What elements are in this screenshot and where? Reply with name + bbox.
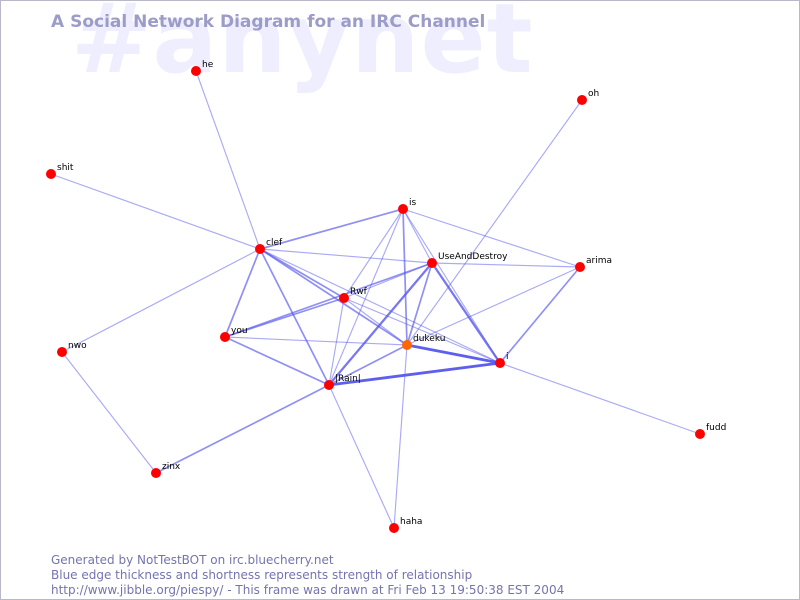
edge-shit-clef — [50, 173, 261, 250]
edge-useanddestroy-dukeku — [406, 262, 433, 346]
edge-is-useanddestroy — [402, 208, 433, 264]
node-label: i — [506, 352, 509, 362]
edge-i-fudd — [499, 362, 701, 435]
edge-clef-you — [224, 248, 261, 338]
node-label: shit — [57, 163, 74, 173]
edge-clef-rain — [259, 248, 330, 386]
node-oh: oh — [577, 89, 599, 105]
edge-you-dukeku — [224, 336, 408, 346]
node-label: arima — [586, 256, 612, 266]
node-label: he — [202, 60, 214, 70]
edge-useanddestroy-you — [224, 262, 433, 338]
edge-useanddestroy-rain — [328, 262, 433, 386]
edge-rain-haha — [328, 384, 395, 529]
node-arima: arima — [575, 256, 612, 272]
edge-clef-i — [259, 248, 501, 364]
node-dot — [151, 468, 161, 478]
node-clef: clef — [255, 238, 283, 254]
node-dot — [575, 262, 585, 272]
node-dot — [398, 204, 408, 214]
node-label: fudd — [706, 423, 726, 433]
footer-generated-by: Generated by NotTestBOT on irc.bluecherr… — [51, 553, 334, 567]
node-rwf: Rwf — [339, 287, 368, 303]
node-label: clef — [266, 238, 283, 248]
node-haha: haha — [389, 517, 422, 533]
node-dot — [402, 340, 412, 350]
edge-rain-i — [328, 361, 501, 387]
edge-clef-is — [259, 208, 404, 250]
node-he: he — [191, 60, 214, 76]
edge-rain-zinx — [155, 384, 330, 474]
node-label: zinx — [162, 462, 181, 472]
edge-clef-useanddestroy — [259, 248, 433, 264]
node-dot — [577, 95, 587, 105]
node-dot — [57, 347, 67, 357]
node-nwo: nwo — [57, 341, 87, 357]
node-label: nwo — [68, 341, 87, 351]
node-rain: |Rain| — [324, 374, 361, 390]
node-fudd: fudd — [695, 423, 726, 439]
edge-arima-i — [499, 266, 581, 364]
node-label: you — [231, 326, 248, 336]
page-title: A Social Network Diagram for an IRC Chan… — [51, 12, 486, 32]
node-dukeku: dukeku — [402, 334, 445, 350]
node-shit: shit — [46, 163, 74, 179]
edge-arima-dukeku — [406, 266, 581, 346]
channel-watermark: #anynet — [71, 0, 534, 95]
node-dot — [339, 293, 349, 303]
edge-useanddestroy-i — [431, 262, 501, 364]
edge-rwf-i — [343, 297, 501, 364]
node-dot — [324, 380, 334, 390]
node-label: UseAndDestroy — [438, 252, 508, 262]
node-dot — [389, 523, 399, 533]
edge-he-clef — [195, 70, 261, 250]
node-dot — [191, 66, 201, 76]
node-i: i — [495, 352, 509, 368]
node-zinx: zinx — [151, 462, 181, 478]
edge-dukeku-rain — [328, 344, 408, 386]
edge-rwf-you — [224, 297, 345, 338]
edge-clef-nwo — [61, 248, 261, 353]
edge-is-rwf — [343, 208, 404, 299]
node-is: is — [398, 198, 417, 214]
node-dot — [46, 169, 56, 179]
node-label: is — [409, 198, 417, 208]
node-you: you — [220, 326, 248, 342]
node-label: oh — [588, 89, 599, 99]
edge-is-arima — [402, 208, 581, 268]
footer-legend-note: Blue edge thickness and shortness repres… — [51, 568, 473, 582]
footer-frame-info: http://www.jibble.org/piespy/ - This fra… — [51, 583, 565, 597]
node-label: Rwf — [350, 287, 368, 297]
edge-is-dukeku — [402, 208, 408, 346]
edge-rwf-dukeku — [343, 297, 408, 346]
edge-nwo-zinx — [61, 351, 157, 474]
node-dot — [220, 332, 230, 342]
node-dot — [695, 429, 705, 439]
node-label: haha — [400, 517, 422, 527]
edge-layer — [50, 70, 701, 529]
edge-you-rain — [224, 336, 330, 386]
node-label: dukeku — [413, 334, 445, 344]
node-dot — [427, 258, 437, 268]
node-dot — [495, 358, 505, 368]
node-label: |Rain| — [335, 374, 361, 384]
node-useanddestroy: UseAndDestroy — [427, 252, 508, 268]
edge-is-rain — [328, 208, 404, 386]
edge-clef-dukeku — [259, 248, 408, 346]
edge-dukeku-i — [406, 343, 501, 365]
edge-oh-dukeku — [406, 99, 583, 346]
edge-dukeku-haha — [393, 344, 408, 529]
footer: Generated by NotTestBOT on irc.bluecherr… — [51, 553, 564, 598]
edge-useanddestroy-arima — [431, 262, 581, 268]
node-dot — [255, 244, 265, 254]
